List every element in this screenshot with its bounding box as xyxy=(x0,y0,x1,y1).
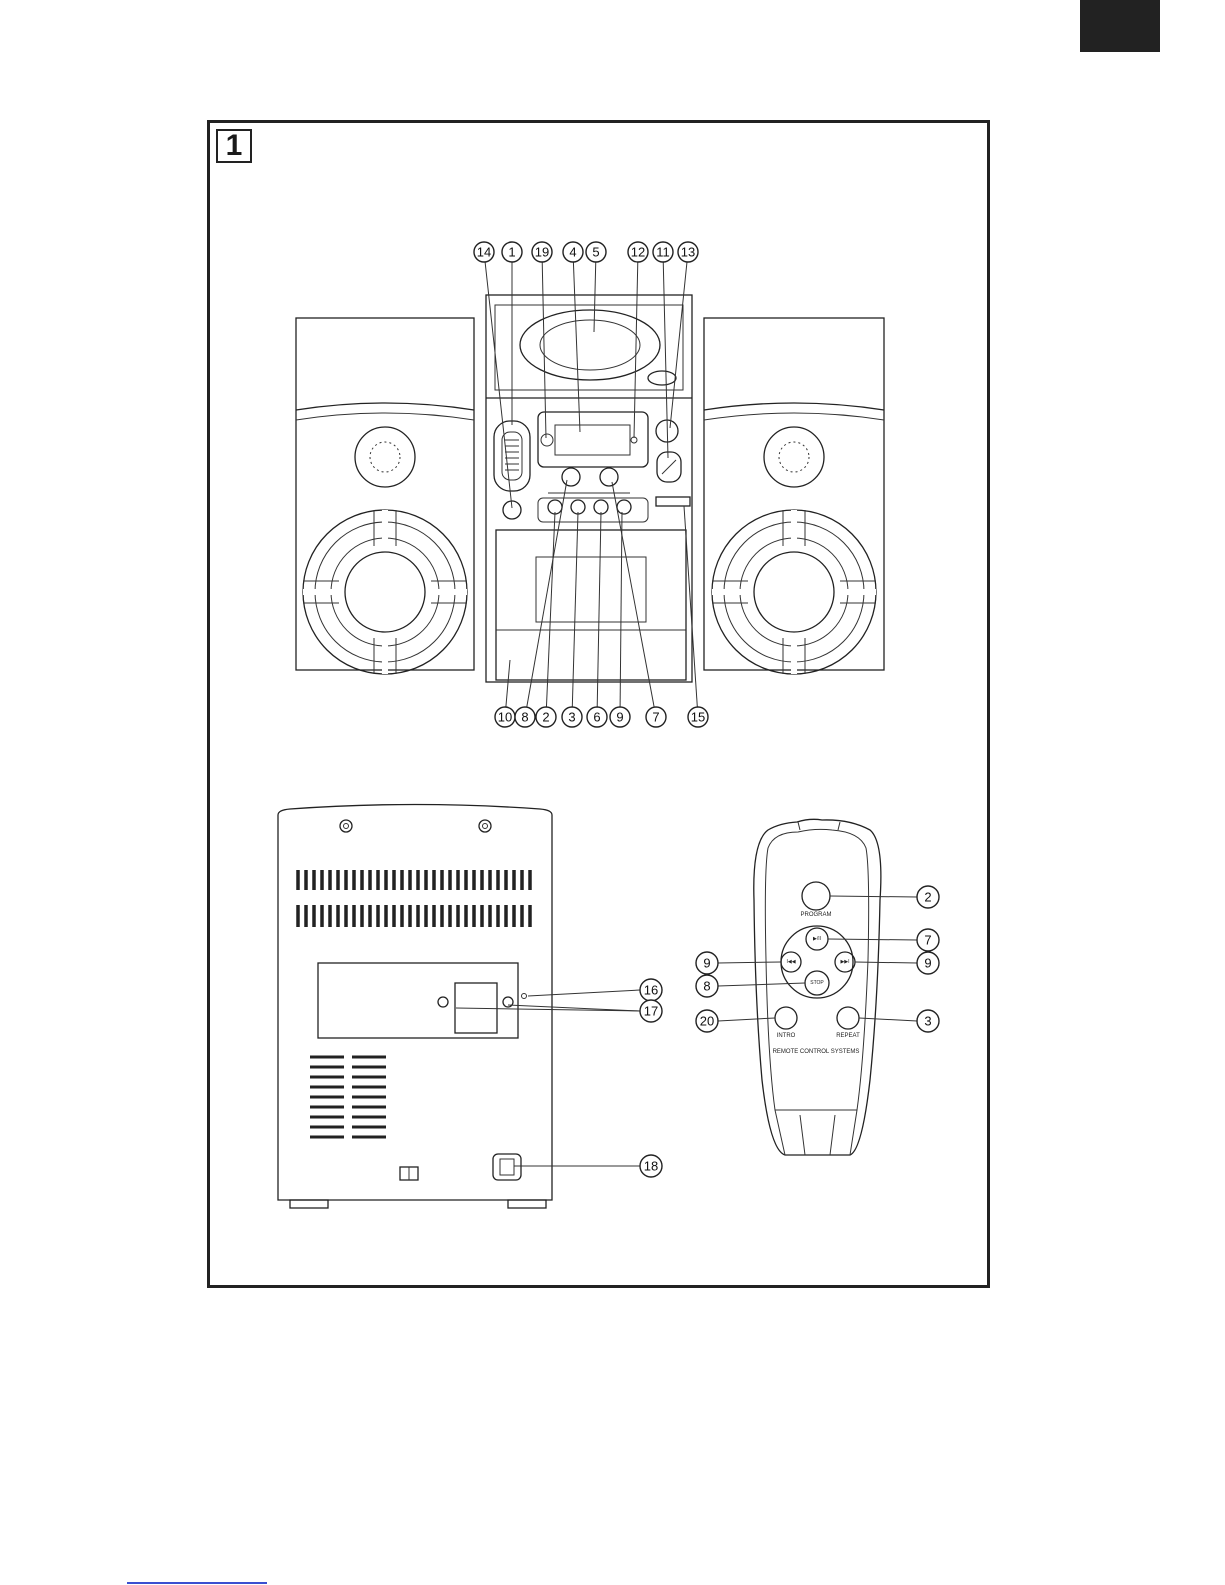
callout-7: 7 xyxy=(646,707,666,727)
callout-10-label: 10 xyxy=(498,710,512,725)
repeat-label: REPEAT xyxy=(836,1033,860,1039)
callout-6-label: 6 xyxy=(593,710,600,725)
remote-callout-8: 8 xyxy=(696,975,718,997)
callout-5: 5 xyxy=(586,242,606,262)
remote-callout-9-left: 9 xyxy=(696,952,718,974)
intro-button[interactable]: INTRO xyxy=(775,1007,797,1039)
play-pause-label: ▶/II xyxy=(813,936,821,942)
callout-5-label: 5 xyxy=(592,245,599,260)
remote-callout-8-label: 8 xyxy=(703,979,710,994)
callout-14: 14 xyxy=(474,242,494,262)
callout-10: 10 xyxy=(495,707,515,727)
intro-label: INTRO xyxy=(777,1033,796,1039)
callout-1: 1 xyxy=(502,242,522,262)
callout-9: 9 xyxy=(610,707,630,727)
callout-17-label: 17 xyxy=(644,1004,658,1019)
remote-callout-2-label: 2 xyxy=(924,890,931,905)
remote-callout-2: 2 xyxy=(917,886,939,908)
next-label: ▶▶I xyxy=(840,959,849,965)
rear-vents-upper xyxy=(298,870,530,927)
callout-8-label: 8 xyxy=(521,710,528,725)
callout-4: 4 xyxy=(563,242,583,262)
rear-vents-lower xyxy=(310,1057,386,1137)
footer-link-underline xyxy=(127,1582,267,1584)
remote-callout-9-right: 9 xyxy=(917,952,939,974)
remote-callout-20: 20 xyxy=(696,1010,718,1032)
program-label: PROGRAM xyxy=(800,912,831,918)
callout-15-label: 15 xyxy=(691,710,705,725)
remote-caption: REMOTE CONTROL SYSTEMS xyxy=(773,1049,860,1055)
callout-13-label: 13 xyxy=(681,245,695,260)
callout-2-label: 2 xyxy=(542,710,549,725)
front-callouts-bottom: 10 8 2 3 6 9 7 15 xyxy=(495,480,708,727)
remote-callout-3: 3 xyxy=(917,1010,939,1032)
callout-1-label: 1 xyxy=(508,245,515,260)
callout-18: 18 xyxy=(640,1155,662,1177)
callout-19-label: 19 xyxy=(535,245,549,260)
callout-12-label: 12 xyxy=(631,245,645,260)
callout-11: 11 xyxy=(653,242,673,262)
left-speaker xyxy=(296,318,474,674)
callout-2: 2 xyxy=(536,707,556,727)
callout-15: 15 xyxy=(688,707,708,727)
callout-9-label: 9 xyxy=(616,710,623,725)
callout-16-label: 16 xyxy=(644,983,658,998)
play-pause-button[interactable]: ▶/II xyxy=(806,928,828,950)
callout-12: 12 xyxy=(628,242,648,262)
callout-7-label: 7 xyxy=(652,710,659,725)
remote-callout-7: 7 xyxy=(917,929,939,951)
callout-6: 6 xyxy=(587,707,607,727)
next-button[interactable]: ▶▶I xyxy=(835,952,855,972)
callout-19: 19 xyxy=(532,242,552,262)
callout-8: 8 xyxy=(515,707,535,727)
right-speaker xyxy=(704,318,884,674)
callout-18-label: 18 xyxy=(644,1159,658,1174)
callout-14-label: 14 xyxy=(477,245,491,260)
remote-callout-7-label: 7 xyxy=(924,933,931,948)
rear-view: 16 17 18 xyxy=(278,805,662,1209)
remote-callout-9-right-label: 9 xyxy=(924,956,931,971)
remote-callout-20-label: 20 xyxy=(700,1014,714,1029)
front-callouts-top: 14 1 19 4 5 12 11 13 xyxy=(474,242,698,508)
callout-3-label: 3 xyxy=(568,710,575,725)
callout-4-label: 4 xyxy=(569,245,576,260)
repeat-button[interactable]: REPEAT xyxy=(836,1007,860,1039)
stop-button[interactable]: STOP xyxy=(805,971,829,995)
main-unit xyxy=(486,295,692,682)
callout-16: 16 xyxy=(640,979,662,1001)
callout-13: 13 xyxy=(678,242,698,262)
prev-button[interactable]: I◀◀ xyxy=(781,952,801,972)
remote-control: PROGRAM ▶/II I◀◀ ▶▶I STOP INTRO REPEAT R… xyxy=(696,819,939,1155)
callout-17: 17 xyxy=(640,1000,662,1022)
remote-callout-9-left-label: 9 xyxy=(703,956,710,971)
stop-label: STOP xyxy=(810,980,824,986)
callout-3: 3 xyxy=(562,707,582,727)
front-view: 14 1 19 4 5 12 11 13 10 8 2 3 6 9 7 1 xyxy=(296,242,884,727)
prev-label: I◀◀ xyxy=(786,959,795,965)
callout-11-label: 11 xyxy=(656,245,670,260)
remote-callout-3-label: 3 xyxy=(924,1014,931,1029)
